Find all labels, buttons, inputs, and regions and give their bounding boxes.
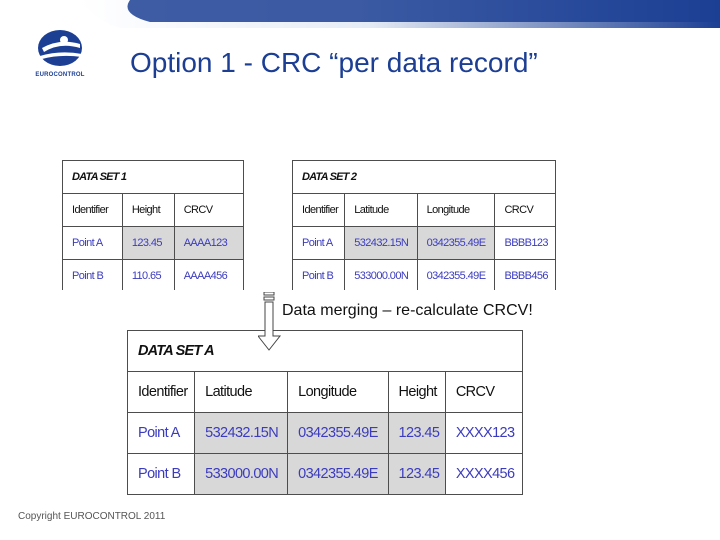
merge-label: Data merging – re-calculate CRCV! [282, 302, 533, 319]
column-header: Height [387, 371, 446, 413]
table-row: Point B 110.65 AAAA456 [62, 259, 245, 293]
table-clip-mask [60, 290, 560, 310]
table-cell: XXXX123 [444, 412, 524, 454]
table-row: Point B 533000.00N 0342355.49E BBBB456 [291, 259, 556, 293]
table-row: Point A 532432.15N 0342355.49E 123.45 XX… [126, 412, 524, 454]
table-row: Point A 532432.15N 0342355.49E BBBB123 [291, 226, 556, 260]
table-cell: 123.45 [121, 226, 175, 260]
column-header: Height [121, 193, 175, 227]
column-header: CRCV [444, 371, 524, 413]
table-cell: AAAA123 [173, 226, 245, 260]
column-header: Longitude [416, 193, 496, 227]
table-cell: 0342355.49E [416, 259, 496, 293]
column-header: Latitude [194, 371, 289, 413]
table-cell: XXXX456 [444, 453, 524, 495]
table-cell: 0342355.49E [287, 453, 389, 495]
table-cell: Point A [291, 226, 346, 260]
column-header: Identifier [62, 193, 123, 227]
table-caption: DATA SET 2 [292, 160, 556, 194]
table-row: Point B 533000.00N 0342355.49E 123.45 XX… [126, 453, 524, 495]
table-cell: 123.45 [387, 412, 446, 454]
column-header: Longitude [287, 371, 389, 413]
table-cell: Point B [62, 259, 123, 293]
table-cell: 110.65 [121, 259, 175, 293]
slide-title: Option 1 - CRC “per data record” [130, 47, 538, 78]
table-cell: 0342355.49E [416, 226, 496, 260]
table-cell: BBBB456 [494, 259, 556, 293]
data-set-2-table: DATA SET 2 Identifier Latitude Longitude… [291, 160, 556, 293]
column-header: Identifier [291, 193, 346, 227]
table-cell: 0342355.49E [287, 412, 389, 454]
table-cell: Point B [291, 259, 346, 293]
table-cell: Point A [62, 226, 123, 260]
column-header: CRCV [173, 193, 245, 227]
table-cell: AAAA456 [173, 259, 245, 293]
table-row: Point A 123.45 AAAA123 [62, 226, 245, 260]
table-cell: Point B [126, 453, 196, 495]
table-cell: 533000.00N [194, 453, 289, 495]
logo-emblem-icon [38, 30, 82, 66]
data-set-a-table: DATA SET A Identifier Latitude Longitude… [126, 330, 524, 495]
data-set-1-table: DATA SET 1 Identifier Height CRCV Point … [62, 160, 245, 293]
table-caption: DATA SET 1 [62, 160, 244, 194]
table-cell: 533000.00N [344, 259, 418, 293]
table-cell: 532432.15N [194, 412, 289, 454]
column-header: Latitude [344, 193, 418, 227]
eurocontrol-logo: EUROCONTROL [30, 28, 90, 82]
column-header: CRCV [494, 193, 556, 227]
table-cell: BBBB123 [494, 226, 556, 260]
table-caption: DATA SET A [127, 330, 523, 372]
table-bottom-mask [120, 497, 530, 540]
down-arrow-icon [256, 291, 282, 354]
table-cell: 123.45 [387, 453, 446, 495]
copyright-footer: Copyright EUROCONTROL 2011 [18, 511, 166, 522]
table-cell: 532432.15N [344, 226, 418, 260]
column-header: Identifier [126, 371, 196, 413]
header-banner [0, 0, 720, 28]
logo-wordmark: EUROCONTROL [35, 72, 85, 78]
table-cell: Point A [126, 412, 196, 454]
